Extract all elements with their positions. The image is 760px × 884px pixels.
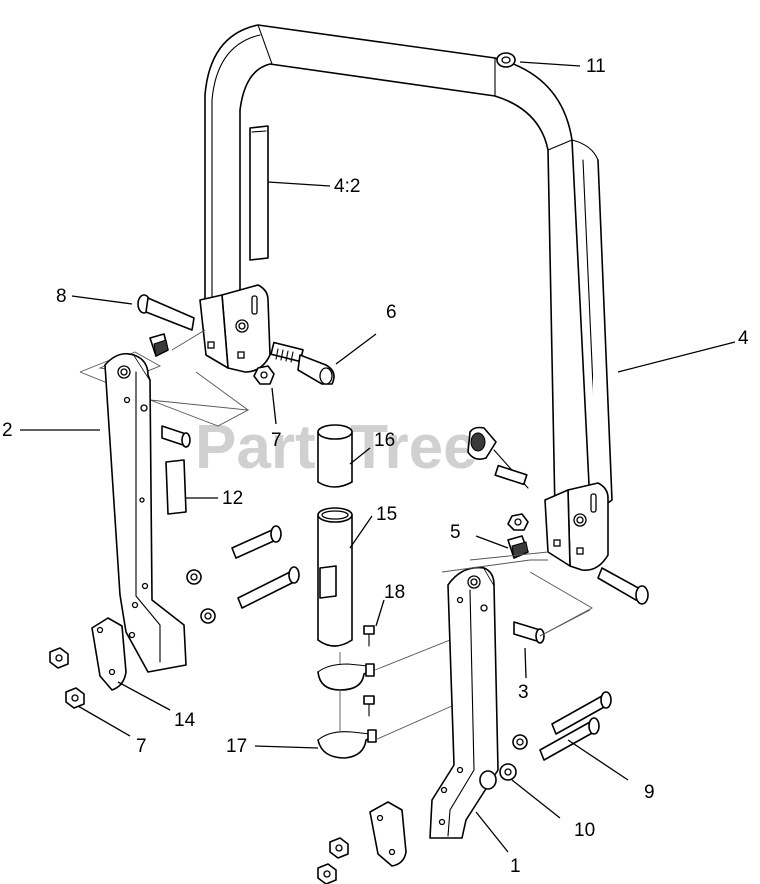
callout-2: 2 (2, 420, 13, 441)
bolt-8 (137, 294, 195, 331)
callout-15: 15 (376, 504, 397, 525)
hoop-left-mount-plate (199, 284, 271, 373)
assembly-lines-right (441, 551, 593, 637)
callout-17: 17 (226, 736, 247, 757)
callout-1: 1 (510, 856, 521, 877)
screw-18-upper (363, 625, 375, 647)
callout-8: 8 (56, 286, 67, 307)
bushing-left-upper (149, 333, 169, 357)
bracket-14 (91, 617, 127, 691)
bolts-9 (539, 691, 612, 761)
knob-pin-right (467, 426, 529, 489)
callout-6: 6 (386, 302, 397, 323)
leader-lines (20, 61, 736, 853)
washers-10 (499, 734, 528, 781)
spacer-3 (513, 621, 545, 644)
bolts-left (186, 525, 300, 624)
bushing-5 (507, 535, 529, 559)
screw-18-lower (363, 695, 375, 717)
callout-12: 12 (222, 488, 243, 509)
callout-5: 5 (450, 522, 461, 543)
callout-10: 10 (574, 820, 595, 841)
callout-16: 16 (374, 430, 395, 451)
spacer-tube-left (161, 425, 191, 448)
tube-15 (317, 507, 353, 647)
callout-11: 11 (586, 56, 606, 77)
callout-14: 14 (174, 710, 196, 731)
callout-7-lower: 7 (136, 736, 147, 757)
nut-right-upper (507, 513, 529, 531)
knob-pin-6 (269, 341, 335, 385)
callout-4: 4 (738, 328, 749, 349)
clamp-17-upper (317, 663, 375, 691)
nuts-right (317, 837, 349, 884)
nut-7-upper (253, 365, 275, 385)
decal-12 (165, 459, 187, 515)
left-upright-2 (104, 352, 187, 673)
nuts-left (49, 647, 85, 709)
callout-4-2: 4:2 (334, 176, 360, 197)
callout-9: 9 (644, 782, 655, 803)
bracket-right-lower (369, 801, 407, 867)
hoop-right-mount-plate (544, 482, 609, 572)
cap-11 (496, 52, 516, 68)
callout-18: 18 (384, 582, 405, 603)
clamp-17-lower (317, 729, 377, 759)
bolt-right-horizontal (597, 567, 649, 605)
callout-7-upper: 7 (271, 430, 282, 451)
cap-16 (317, 424, 353, 488)
right-upright-1 (429, 566, 499, 839)
callout-3: 3 (518, 682, 529, 703)
callout-labels: 11 4:2 4 8 6 2 7 16 12 15 5 18 3 14 7 17… (2, 56, 749, 877)
